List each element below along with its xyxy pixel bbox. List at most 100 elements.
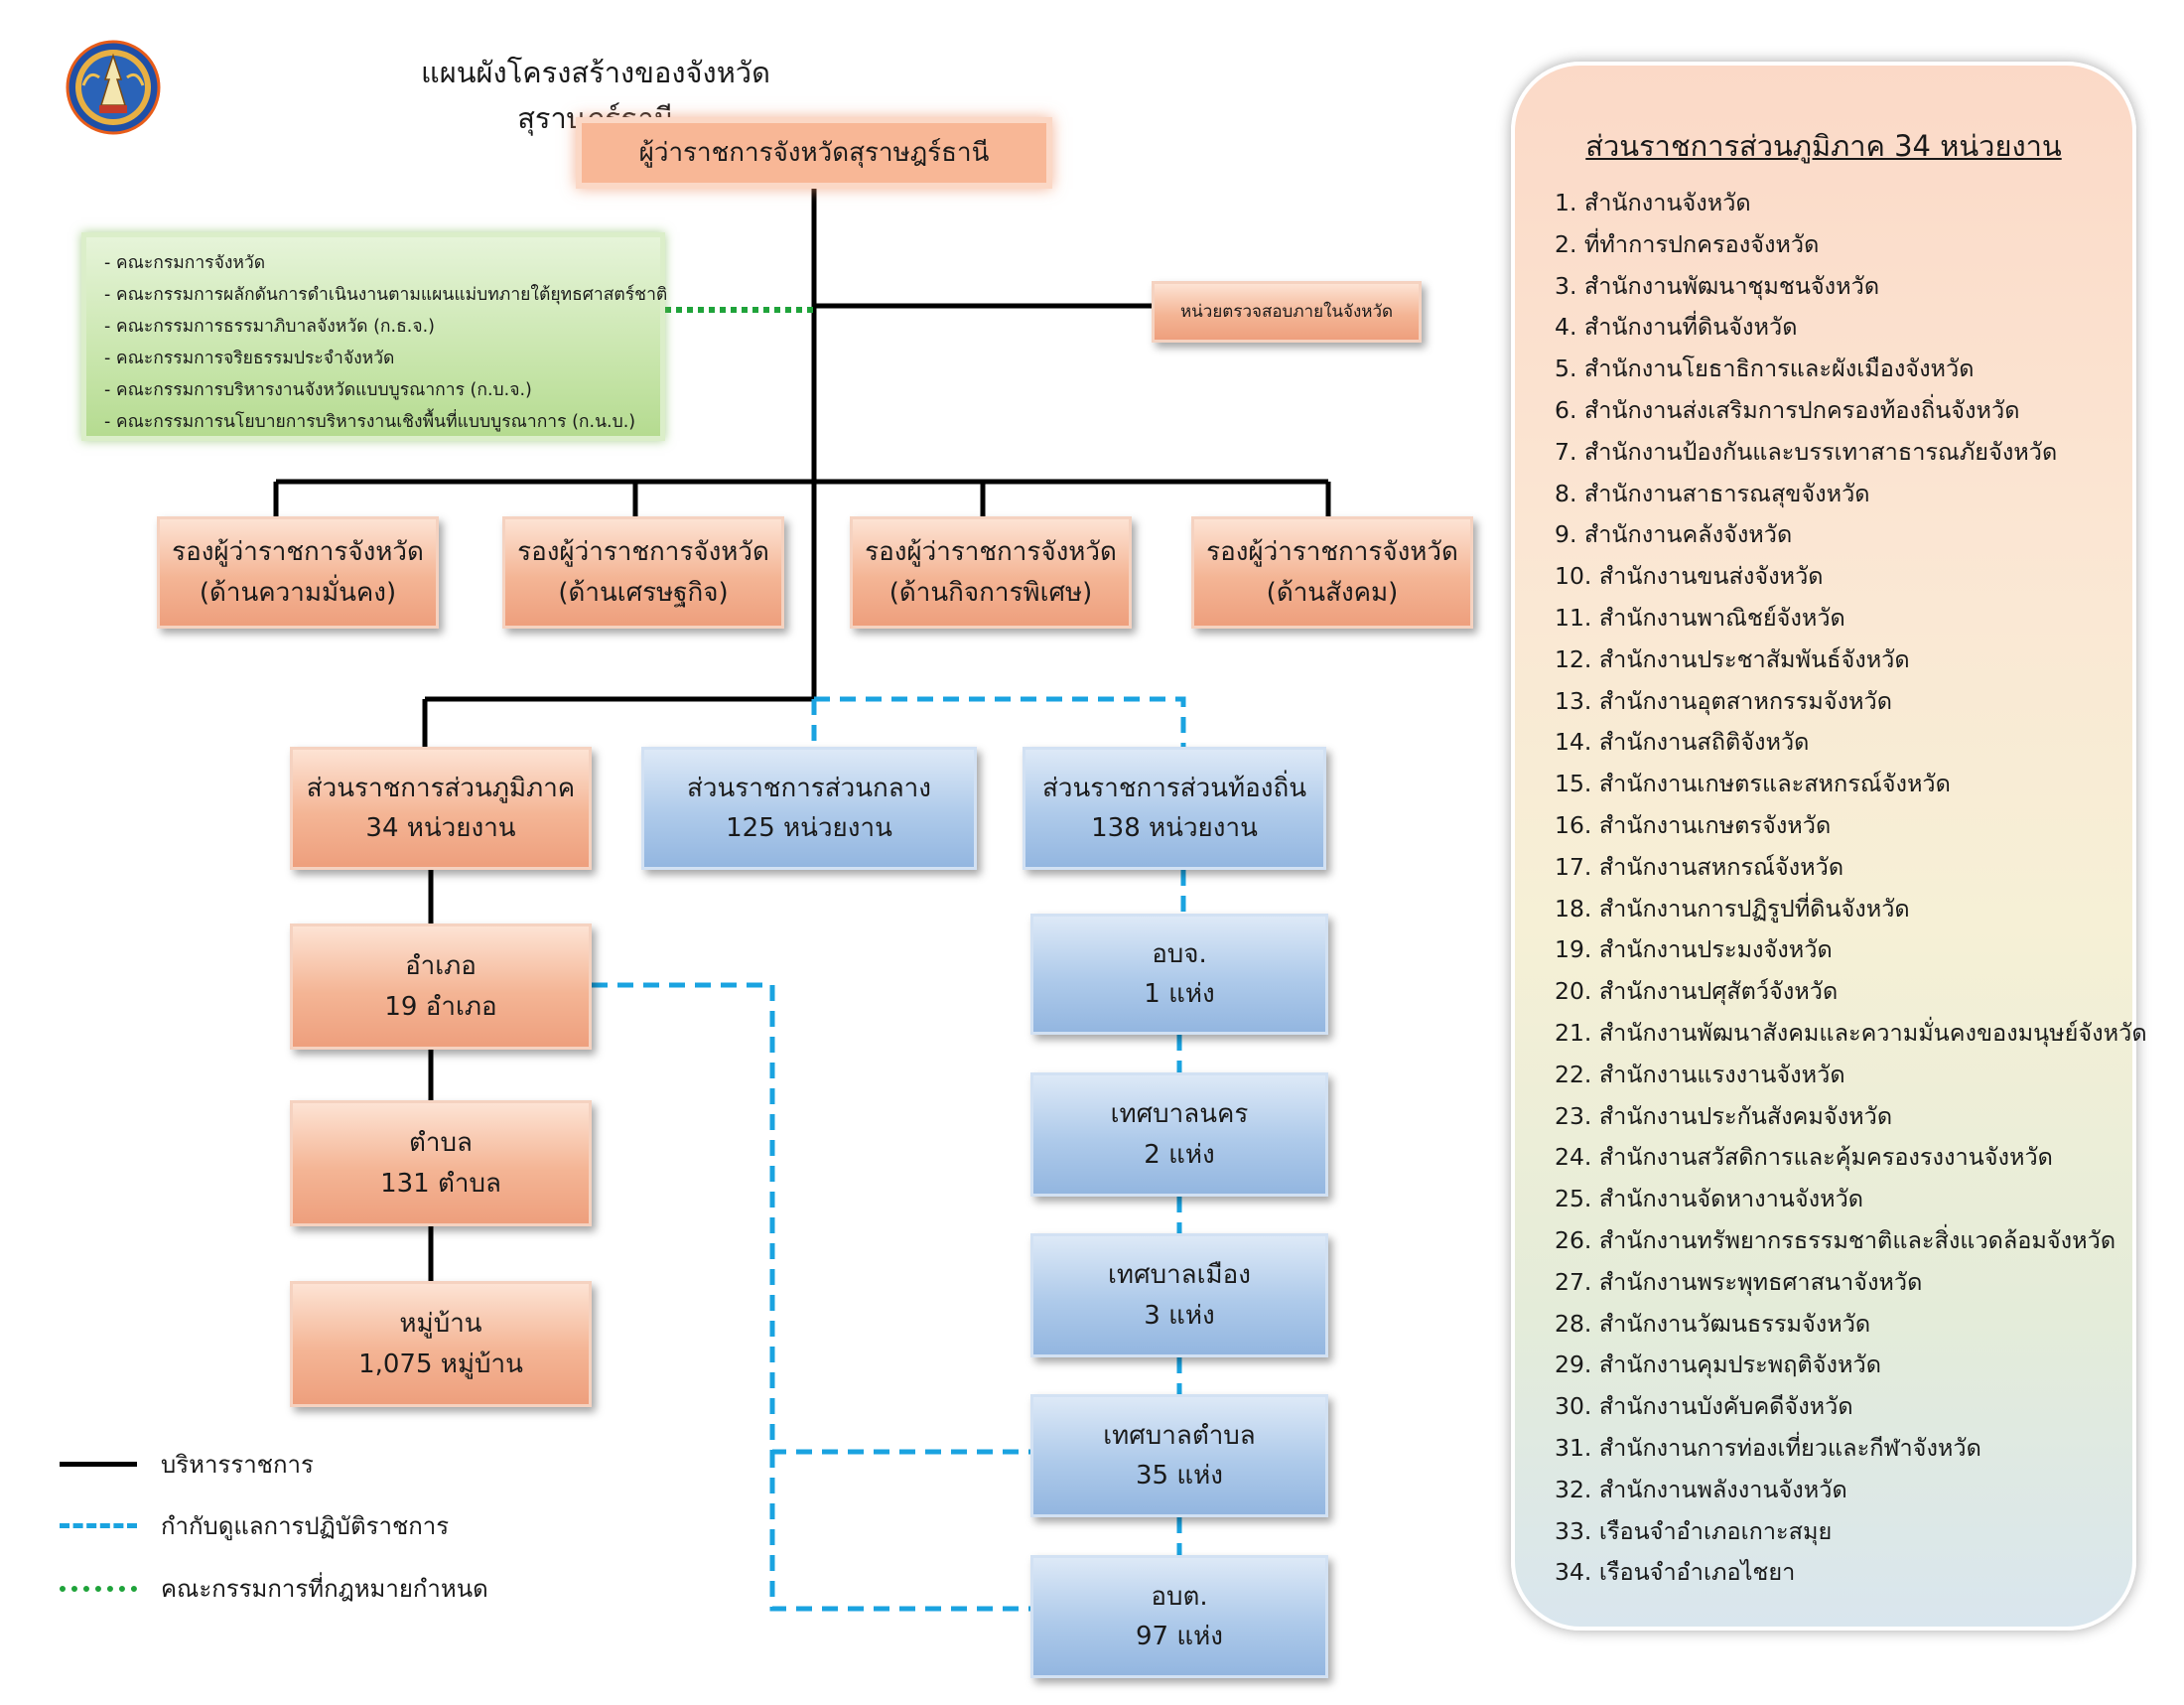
- internal-audit-label: หน่วยตรวจสอบภายในจังหวัด: [1179, 301, 1394, 322]
- local-administration-box: ส่วนราชการส่วนท้องถิ่น 138 หน่วยงาน: [1023, 747, 1326, 870]
- legend-label: คณะกรรมการที่กฎหมายกำหนด: [161, 1575, 488, 1603]
- agency-list-item: 16. สำนักงานเกษตรจังหวัด: [1555, 810, 1832, 839]
- deputy-line1: รองผู้ว่าราชการจังหวัด: [172, 537, 424, 568]
- district-line1: อำเภอ: [405, 951, 477, 982]
- agency-list-item: 23. สำนักงานประกันสังคมจังหวัด: [1555, 1101, 1893, 1130]
- agency-list-item: 33. เรือนจำอำเภอเกาะสมุย: [1555, 1516, 1833, 1545]
- agency-list-item: 34. เรือนจำอำเภอไชยา: [1555, 1558, 1796, 1587]
- legend-item-committee: คณะกรรมการที่กฎหมายกำหนด: [60, 1569, 556, 1609]
- regional-line1: ส่วนราชการส่วนภูมิภาค: [306, 773, 576, 803]
- governor-box: ผู้ว่าราชการจังหวัดสุราษฎร์ธานี: [576, 117, 1052, 189]
- agency-list-item: 30. สำนักงานบังคับคดีจังหวัด: [1555, 1392, 1853, 1421]
- town-municipality-line2: 3 แห่ง: [1144, 1300, 1215, 1331]
- regional-agencies-panel: ส่วนราชการส่วนภูมิภาค 34 หน่วยงาน 1. สำน…: [1511, 62, 2147, 1631]
- legend-dotted-line: [60, 1586, 137, 1592]
- legend-dashed-line: [60, 1523, 137, 1528]
- agency-list-item: 6. สำนักงานส่งเสริมการปกครองท้องถิ่นจังห…: [1555, 395, 2020, 424]
- local-line2: 138 หน่วยงาน: [1091, 813, 1258, 843]
- agency-list-item: 18. สำนักงานการปฏิรูปที่ดินจังหวัด: [1555, 894, 1910, 923]
- city-municipality-line2: 2 แห่ง: [1144, 1139, 1215, 1170]
- agency-list-item: 4. สำนักงานที่ดินจังหวัด: [1555, 313, 1798, 342]
- agency-list-item: 12. สำนักงานประชาสัมพันธ์จังหวัด: [1555, 644, 1910, 673]
- pao-line1: อบจ.: [1152, 938, 1207, 969]
- agency-list-item: 13. สำนักงานอุตสาหกรรมจังหวัด: [1555, 686, 1892, 715]
- town-municipality-line1: เทศบาลเมือง: [1108, 1260, 1251, 1291]
- committee-item: - คณะกรรมการธรรมาภิบาลจังหวัด (ก.ธ.จ.): [104, 317, 435, 337]
- agency-list-item: 5. สำนักงานโยธาธิการและผังเมืองจังหวัด: [1555, 355, 1975, 383]
- subdistrict-municipality-line2: 35 แห่ง: [1136, 1461, 1223, 1491]
- agency-list-item: 17. สำนักงานสหกรณ์จังหวัด: [1555, 852, 1844, 881]
- agency-list-item: 3. สำนักงานพัฒนาชุมชนจังหวัด: [1555, 271, 1880, 300]
- pao-line2: 1 แห่ง: [1144, 979, 1215, 1009]
- committee-item: - คณะกรรมการผลักดันการดำเนินงานตามแผนแม่…: [104, 285, 668, 305]
- provincial-seal-icon: [66, 40, 161, 135]
- deputy-line2: (ด้านสังคม): [1266, 577, 1399, 608]
- central-line2: 125 หน่วยงาน: [726, 813, 892, 843]
- agency-list-item: 20. สำนักงานปศุสัตว์จังหวัด: [1555, 977, 1839, 1006]
- subdistrict-municipality-box: เทศบาลตำบล 35 แห่ง: [1030, 1394, 1328, 1517]
- agency-list-item: 28. สำนักงานวัฒนธรรมจังหวัด: [1555, 1309, 1871, 1338]
- city-municipality-line1: เทศบาลนคร: [1110, 1099, 1249, 1130]
- agency-list-item: 22. สำนักงานแรงงานจังหวัด: [1555, 1060, 1845, 1088]
- legend-solid-line: [60, 1462, 137, 1467]
- agency-list-item: 26. สำนักงานทรัพยากรธรรมชาติและสิ่งแวดล้…: [1555, 1225, 2116, 1254]
- pao-box: อบจ. 1 แห่ง: [1030, 914, 1328, 1035]
- deputy-line2: (ด้านความมั่นคง): [199, 577, 397, 608]
- district-box: อำเภอ 19 อำเภอ: [290, 924, 592, 1050]
- agency-list: 1. สำนักงานจังหวัด 2. ที่ทำการปกครองจังหว…: [1555, 183, 2147, 1594]
- agency-list-item: 14. สำนักงานสถิติจังหวัด: [1555, 728, 1810, 757]
- legend-label: กำกับดูแลการปฏิบัติราชการ: [161, 1512, 450, 1540]
- deputy-economy-box: รองผู้ว่าราชการจังหวัด (ด้านเศรษฐกิจ): [502, 516, 784, 629]
- agency-list-item: 7. สำนักงานป้องกันและบรรเทาสาธารณภัยจังห…: [1555, 437, 2058, 466]
- solid-connectors: [273, 189, 1331, 1281]
- regional-line2: 34 หน่วยงาน: [365, 813, 516, 843]
- agency-list-item: 25. สำนักงานจัดหางานจังหวัด: [1555, 1185, 1864, 1213]
- subdistrict-line1: ตำบล: [409, 1128, 473, 1159]
- agency-list-item: 32. สำนักงานพลังงานจังหวัด: [1555, 1475, 1847, 1503]
- agency-list-item: 15. สำนักงานเกษตรและสหกรณ์จังหวัด: [1555, 770, 1951, 798]
- deputy-line2: (ด้านกิจการพิเศษ): [888, 577, 1093, 608]
- sao-box: อบต. 97 แห่ง: [1030, 1555, 1328, 1678]
- committee-item: - คณะกรรมการนโยบายการบริหารงานเชิงพื้นที…: [104, 412, 636, 432]
- central-administration-box: ส่วนราชการส่วนกลาง 125 หน่วยงาน: [641, 747, 977, 870]
- city-municipality-box: เทศบาลนคร 2 แห่ง: [1030, 1072, 1328, 1197]
- legend-item-supervision: กำกับดูแลการปฏิบัติราชการ: [60, 1506, 556, 1546]
- governor-label: ผู้ว่าราชการจังหวัดสุราษฎร์ธานี: [638, 137, 990, 168]
- agency-list-item: 24. สำนักงานสวัสดิการและคุ้มครองรงงานจัง…: [1555, 1143, 2053, 1172]
- committee-item: - คณะกรรมการจริยธรรมประจำจังหวัด: [104, 349, 395, 368]
- legend-item-administration: บริหารราชการ: [60, 1445, 556, 1485]
- agency-list-item: 29. สำนักงานคุมประพฤติจังหวัด: [1555, 1350, 1881, 1379]
- deputy-line1: รองผู้ว่าราชการจังหวัด: [517, 537, 769, 568]
- district-line2: 19 อำเภอ: [384, 991, 497, 1022]
- deputy-line1: รองผู้ว่าราชการจังหวัด: [1206, 537, 1458, 568]
- sao-line2: 97 แห่ง: [1136, 1622, 1223, 1651]
- committees-box: - คณะกรมการจังหวัด - คณะกรรมการผลักดันกา…: [81, 232, 668, 441]
- agency-list-item: 8. สำนักงานสาธารณสุขจังหวัด: [1555, 479, 1870, 507]
- agency-list-item: 21. สำนักงานพัฒนาสังคมและความมั่นคงของมน…: [1555, 1018, 2147, 1047]
- deputy-security-box: รองผู้ว่าราชการจังหวัด (ด้านความมั่นคง): [157, 516, 439, 629]
- central-line1: ส่วนราชการส่วนกลาง: [687, 773, 931, 803]
- agency-list-item: 19. สำนักงานประมงจังหวัด: [1555, 935, 1833, 964]
- committee-item: - คณะกรรมการบริหารงานจังหวัดแบบบูรณาการ …: [104, 380, 532, 400]
- internal-audit-box: หน่วยตรวจสอบภายในจังหวัด: [1152, 281, 1422, 343]
- town-municipality-box: เทศบาลเมือง 3 แห่ง: [1030, 1233, 1328, 1357]
- agency-list-item: 2. ที่ทำการปกครองจังหวัด: [1555, 229, 1820, 258]
- subdistrict-municipality-line1: เทศบาลตำบล: [1103, 1420, 1256, 1451]
- regional-administration-box: ส่วนราชการส่วนภูมิภาค 34 หน่วยงาน: [290, 747, 592, 870]
- subdistrict-box: ตำบล 131 ตำบล: [290, 1100, 592, 1226]
- local-line1: ส่วนราชการส่วนท้องถิ่น: [1042, 773, 1306, 803]
- dashed-connectors: [592, 696, 1186, 1612]
- village-box: หมู่บ้าน 1,075 หมู่บ้าน: [290, 1281, 592, 1407]
- deputy-line2: (ด้านเศรษฐกิจ): [558, 577, 729, 608]
- agency-list-item: 11. สำนักงานพาณิชย์จังหวัด: [1555, 603, 1845, 632]
- deputy-social-box: รองผู้ว่าราชการจังหวัด (ด้านสังคม): [1191, 516, 1473, 629]
- legend-label: บริหารราชการ: [161, 1451, 314, 1479]
- agency-list-item: 1. สำนักงานจังหวัด: [1555, 189, 1751, 216]
- deputy-line1: รองผู้ว่าราชการจังหวัด: [865, 537, 1117, 568]
- subdistrict-line2: 131 ตำบล: [380, 1168, 501, 1199]
- agency-list-item: 31. สำนักงานการท่องเที่ยวและกีฬาจังหวัด: [1555, 1433, 1981, 1462]
- committee-item: - คณะกรมการจังหวัด: [104, 253, 266, 273]
- agency-list-item: 10. สำนักงานขนส่งจังหวัด: [1555, 562, 1824, 591]
- deputy-special-affairs-box: รองผู้ว่าราชการจังหวัด (ด้านกิจการพิเศษ): [850, 516, 1132, 629]
